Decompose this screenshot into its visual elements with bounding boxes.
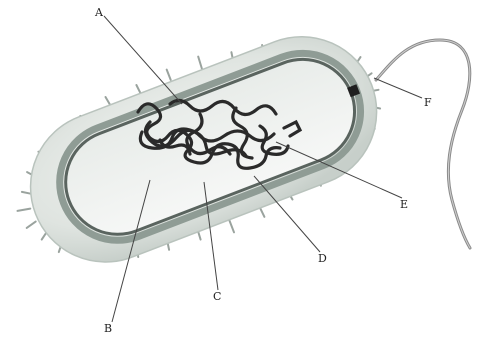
label-f: F (424, 96, 432, 109)
pilus (18, 209, 31, 211)
label-b: B (104, 322, 112, 335)
cell-body (9, 15, 399, 284)
label-a: A (94, 6, 104, 19)
pilus (27, 222, 36, 228)
label-d: D (318, 252, 327, 265)
pilus (167, 70, 171, 80)
pilus (198, 57, 202, 69)
pilus (22, 192, 31, 194)
label-e: E (400, 198, 408, 211)
leader-line-f (374, 78, 422, 98)
leader-line-a (104, 16, 182, 104)
label-c: C (213, 290, 221, 303)
flagellum (376, 40, 470, 248)
pilus (229, 220, 234, 232)
pilus (136, 85, 140, 93)
